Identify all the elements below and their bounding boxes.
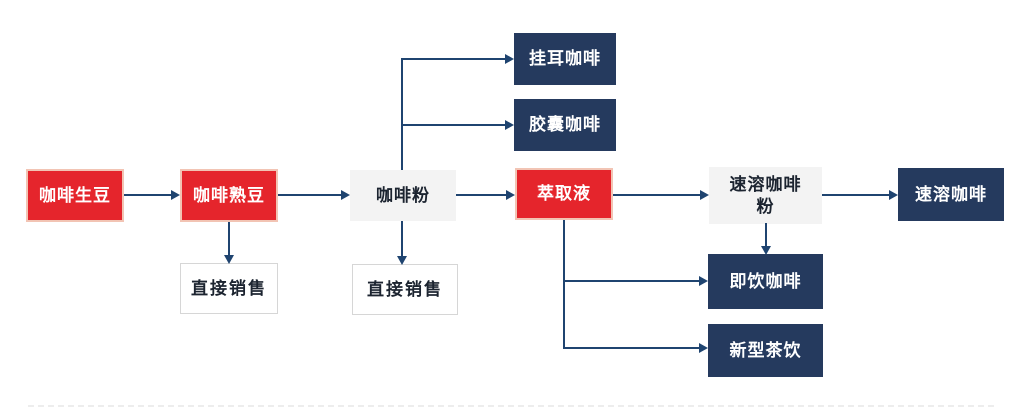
arrowhead-right-icon	[506, 190, 515, 200]
connector-greenbean-roastedbean	[124, 194, 172, 196]
connector-powder-extract	[456, 194, 506, 196]
connector-extract-rtdcoffee	[563, 280, 699, 282]
connector-roastedbean-directsale	[228, 222, 230, 255]
arrowhead-right-icon	[699, 276, 708, 286]
connector-powder-directsale	[401, 221, 403, 256]
arrowhead-right-icon	[700, 190, 709, 200]
node-drip-bag-coffee: 挂耳咖啡	[514, 33, 616, 85]
connector-extract-newtea	[563, 347, 699, 349]
connector-extract-instantpowder	[613, 194, 700, 196]
arrowhead-down-icon	[761, 246, 771, 255]
node-instant-coffee: 速溶咖啡	[898, 168, 1004, 221]
arrowhead-down-icon	[224, 255, 234, 264]
bottom-cropped-strip	[28, 405, 994, 407]
connector-powder-up-trunk	[401, 58, 403, 170]
connector-instantpowder-rtdcoffee	[765, 223, 767, 246]
node-coffee-powder: 咖啡粉	[350, 170, 456, 221]
arrowhead-right-icon	[171, 190, 180, 200]
node-instant-coffee-powder: 速溶咖啡粉	[709, 167, 822, 224]
arrowhead-right-icon	[505, 54, 514, 64]
node-coffee-green-bean: 咖啡生豆	[26, 169, 124, 222]
connector-powder-dripbag	[401, 58, 505, 60]
arrowhead-right-icon	[889, 190, 898, 200]
node-new-tea-drink: 新型茶饮	[708, 324, 823, 377]
node-direct-sale-2: 直接销售	[352, 264, 458, 315]
node-direct-sale-1: 直接销售	[180, 263, 278, 314]
node-extract-liquid: 萃取液	[515, 168, 613, 220]
node-capsule-coffee: 胶囊咖啡	[514, 99, 616, 151]
node-coffee-roasted-bean: 咖啡熟豆	[180, 169, 278, 222]
connector-roastedbean-powder	[278, 194, 341, 196]
arrowhead-right-icon	[341, 190, 350, 200]
connector-instantpowder-instantcoffee	[822, 194, 889, 196]
connector-extract-down-trunk	[563, 220, 565, 349]
arrowhead-down-icon	[397, 256, 407, 265]
arrowhead-right-icon	[699, 343, 708, 353]
connector-powder-capsule	[401, 124, 505, 126]
node-rtd-coffee: 即饮咖啡	[708, 254, 823, 309]
arrowhead-right-icon	[505, 120, 514, 130]
